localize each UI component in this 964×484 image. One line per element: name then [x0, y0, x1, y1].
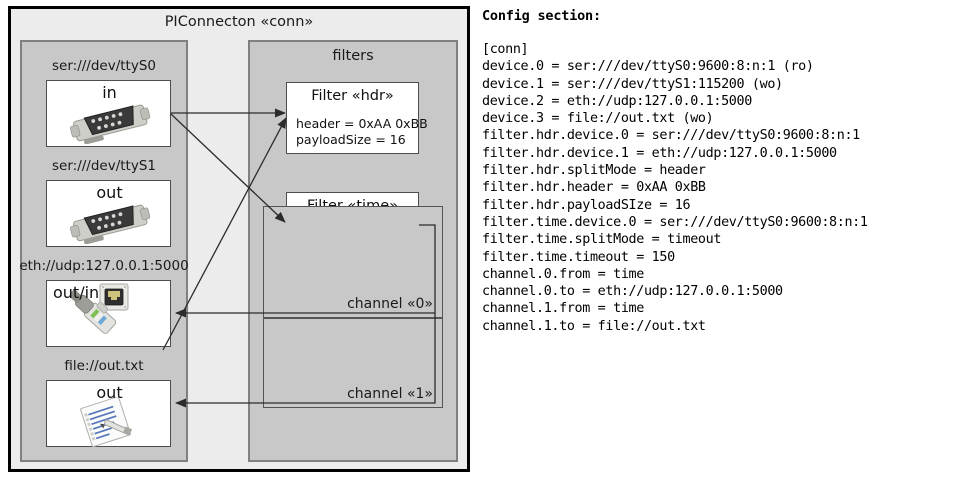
diagram-title: PIConnecton «conn»	[164, 14, 314, 30]
filter-box-hdr[interactable]: Filter «hdr» header = 0xAA 0xBB payloadS…	[286, 82, 428, 154]
channel-label-0: channel «0»	[347, 296, 433, 312]
config-body-text: [conn] device.0 = ser:///dev/ttyS0:9600:…	[482, 42, 868, 334]
connector-diagram: PIConnecton «conn» ser:///dev/ttyS0 in	[8, 6, 470, 472]
channel-box-1[interactable]: channel «1»	[263, 318, 443, 408]
channel-label-1: channel «1»	[347, 386, 433, 402]
filters-group-title: filters	[332, 48, 374, 64]
device-io-ttys0: in	[102, 83, 117, 102]
channel-box-0[interactable]: channel «0»	[263, 206, 443, 318]
device-io-eth: out/in	[53, 283, 100, 302]
filter-name-hdr: Filter «hdr»	[311, 88, 394, 104]
device-box-eth[interactable]: out/in	[46, 280, 171, 347]
device-box-ttys1[interactable]: out	[46, 180, 171, 247]
device-label-ttys1: ser:///dev/ttyS1	[52, 158, 156, 174]
device-io-ttys1: out	[96, 183, 123, 202]
config-section: Config section: [conn] device.0 = ser://…	[482, 8, 960, 335]
device-label-ttys0: ser:///dev/ttyS0	[52, 58, 156, 74]
device-box-file[interactable]: out	[46, 380, 171, 447]
device-box-ttys0[interactable]: in	[46, 80, 171, 147]
filter-props-hdr: header = 0xAA 0xBB payloadSize = 16	[296, 116, 428, 147]
config-heading: Config section:	[482, 8, 601, 24]
device-io-file: out	[96, 383, 123, 402]
device-label-file: file://out.txt	[64, 358, 144, 374]
device-label-eth: eth://udp:127.0.0.1:5000	[19, 258, 189, 274]
